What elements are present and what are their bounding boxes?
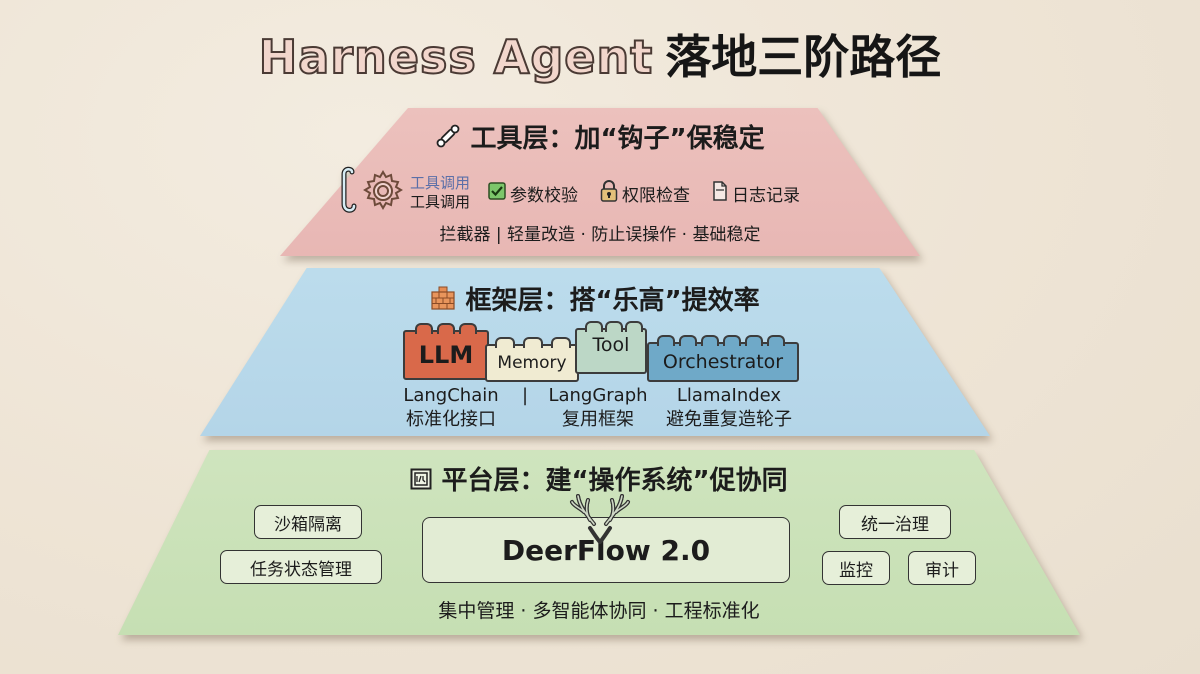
platform-layer-subline: 集中管理 · 多智能体协同 · 工程标准化	[438, 600, 760, 622]
platform-layer-title: 平台层：建“操作系统”促协同	[118, 460, 1080, 497]
tool-features-row: 工具调用 工具调用 参数校验 权限检查 日志记录	[338, 166, 822, 220]
brick-tool: Tool	[575, 321, 647, 374]
hook-icon	[338, 166, 358, 220]
deer-antlers-icon-overlay	[568, 494, 632, 548]
library-llamaindex: LlamaIndex 避免重复造轮子	[666, 385, 792, 430]
checkbox-icon	[488, 181, 506, 205]
lock-icon	[600, 179, 618, 207]
gear-icon	[360, 168, 406, 218]
tool-layer-subline: 拦截器 | 轻量改造 · 防止误操作 · 基础稳定	[439, 225, 761, 245]
document-icon	[712, 180, 728, 206]
brick-orchestrator: Orchestrator	[647, 335, 799, 382]
pill-sandbox-isolation: 沙箱隔离	[254, 505, 362, 539]
wrench-icon	[435, 123, 461, 156]
feature-permission-check: 权限检查	[600, 179, 690, 207]
framework-layer: 框架层：搭“乐高”提效率 LLM Memory Tool	[200, 268, 990, 436]
library-langgraph: LangGraph 复用框架	[548, 385, 648, 430]
feature-logging: 日志记录	[712, 180, 800, 206]
pill-unified-governance: 统一治理	[839, 505, 951, 539]
deerflow-platform-box: DeerFlow 2.0	[422, 517, 790, 583]
tool-layer: 工具层：加“钩子”保稳定 工具调用 工具调用 参数校验	[280, 108, 920, 256]
brick-memory: Memory	[485, 337, 579, 382]
pill-task-state-management: 任务状态管理	[220, 550, 382, 584]
title-chinese: 落地三阶路径	[665, 30, 942, 84]
platform-layer: 平台层：建“操作系统”促协同 沙箱隔离 任务状态管理 DeerFlow 2.0 …	[118, 450, 1080, 635]
pill-monitoring: 监控	[822, 551, 890, 585]
framework-layer-title: 框架层：搭“乐高”提效率	[200, 280, 990, 317]
library-langchain: LangChain 标准化接口	[403, 385, 499, 430]
pill-audit: 审计	[908, 551, 976, 585]
tool-layer-title: 工具层：加“钩子”保稳定	[280, 118, 920, 156]
tool-call-label: 工具调用 工具调用	[410, 174, 471, 211]
title-english: Harness Agent	[258, 29, 654, 85]
library-separator: |	[521, 385, 529, 406]
window-icon	[410, 467, 432, 497]
bricks-icon	[430, 286, 456, 317]
brick-llm: LLM	[403, 323, 489, 380]
feature-param-validation: 参数校验	[488, 181, 578, 206]
